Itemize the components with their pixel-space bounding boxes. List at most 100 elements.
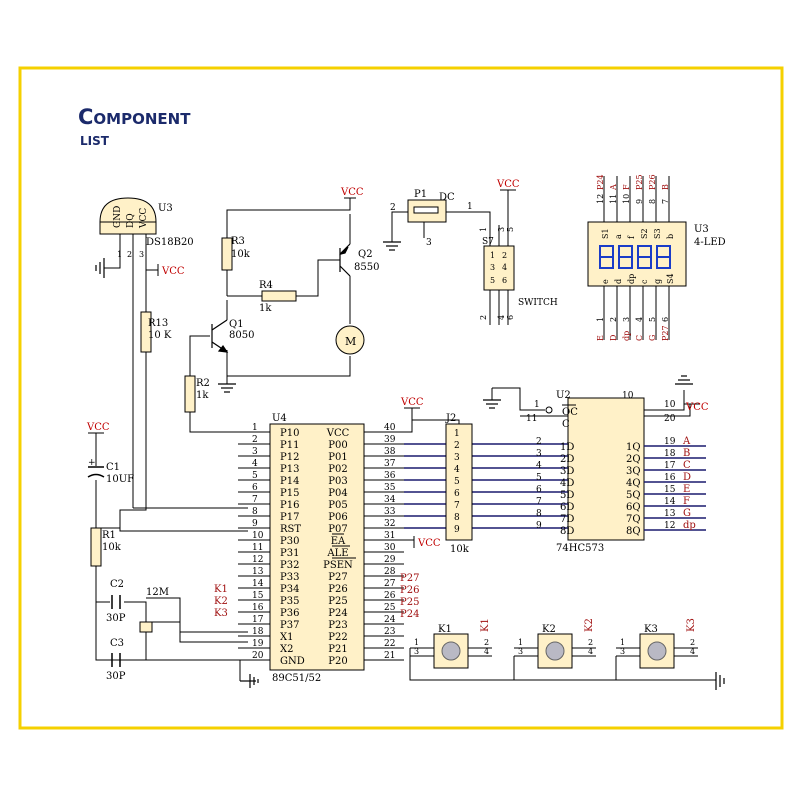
u4-left-pin-name: P32 xyxy=(280,560,299,571)
p1-ref: P1 xyxy=(414,189,427,200)
u2-d-pin-name: 8D xyxy=(560,526,574,537)
c2-ref: C2 xyxy=(110,579,124,590)
led-top-num: 9 xyxy=(635,199,644,204)
c2-capacitor xyxy=(111,595,121,609)
r3-val: 10k xyxy=(231,249,251,260)
u4-left-pin-num: 14 xyxy=(252,579,264,589)
u2-q-net-label: B xyxy=(683,448,690,459)
u4-vcc-wires xyxy=(364,408,460,433)
u4-right-pin-name: P21 xyxy=(328,644,347,655)
key-pin-num: 4 xyxy=(484,647,489,656)
u4-left-pin-name: X2 xyxy=(280,644,293,655)
key-net-label: K3 xyxy=(214,608,228,619)
s7-switch xyxy=(483,245,515,291)
r4-val: 1k xyxy=(259,303,272,314)
u2-q-pin-name: 7Q xyxy=(626,514,641,525)
r13-resistor xyxy=(140,311,152,353)
key-pin-num: 1 xyxy=(414,638,419,647)
u2-oc-num: 1 xyxy=(534,400,540,410)
u4-right-pin-num: 24 xyxy=(384,615,396,625)
led-bottom-net: C xyxy=(635,335,644,341)
j2-val: 10k xyxy=(450,544,470,555)
u4-left-pin-num: 8 xyxy=(252,507,258,517)
motor-symbol xyxy=(335,325,365,355)
key-pin-num: 2 xyxy=(690,638,695,647)
u4-left-pin-name: P11 xyxy=(280,440,299,451)
key-net-label: K1 xyxy=(480,618,491,632)
u4-right-pin-name: P06 xyxy=(328,512,347,523)
led-top-num: 7 xyxy=(661,199,670,204)
s7-inner-5: 5 xyxy=(490,276,495,285)
key-ground-bus xyxy=(409,656,716,681)
u2-c: C xyxy=(562,419,570,430)
led-bottom-num: 1 xyxy=(596,317,605,322)
u2-q-pin-num: 16 xyxy=(664,473,676,483)
key-cap[interactable] xyxy=(647,641,667,661)
led-bottom-net: G xyxy=(648,335,657,341)
p1-jack-pin xyxy=(413,206,439,214)
u4-left-pin-name: RST xyxy=(280,524,301,535)
u2-d-pin-name: 2D xyxy=(560,454,574,465)
u4-left-pin-num: 11 xyxy=(252,543,263,553)
u2-d-pin-num: 4 xyxy=(536,461,542,471)
u4-left-pin-num: 3 xyxy=(252,447,258,457)
key-pin-num: 4 xyxy=(588,647,593,656)
u2-q-net-label: C xyxy=(683,460,691,471)
u4-right-pin-num: 28 xyxy=(384,567,396,577)
title-line2: list xyxy=(80,130,110,150)
u4-left-pin-name: P34 xyxy=(280,584,299,595)
j2-pin-num: 3 xyxy=(454,453,460,463)
key-cap[interactable] xyxy=(441,641,461,661)
u4-left-pin-name: P37 xyxy=(280,620,299,631)
u4-right-pin-name: P00 xyxy=(328,440,347,451)
led-bottom-inner: S4 xyxy=(666,273,675,284)
u2-q-pin-num: 19 xyxy=(664,437,676,447)
crystal-label: 12M xyxy=(146,587,169,598)
p1-val: DC xyxy=(439,192,455,203)
r1-resistor xyxy=(90,527,102,567)
u2-c-num: 11 xyxy=(526,414,537,424)
key-pin-num: 4 xyxy=(690,647,695,656)
u2-q-pin-num: 15 xyxy=(664,485,676,495)
u4-right-pin-num: 30 xyxy=(384,543,396,553)
p1-pin-3: 3 xyxy=(426,238,432,248)
s7-top-1: 1 xyxy=(479,227,488,232)
u4-right-pin-name: VCC xyxy=(326,428,350,439)
u4-left-pin-name: GND xyxy=(280,656,305,667)
key-pin-num: 2 xyxy=(484,638,489,647)
vcc-label-ea: VCC xyxy=(417,538,441,549)
key-cap[interactable] xyxy=(545,641,565,661)
led-bottom-inner: g xyxy=(653,279,662,284)
u2-q-net-label: F xyxy=(683,496,690,507)
u4-name: 89C51/52 xyxy=(272,673,321,684)
ground-symbol-ds18b20 xyxy=(95,258,105,278)
key-pin-num: 2 xyxy=(588,638,593,647)
u2-q-pin-name: 3Q xyxy=(626,466,641,477)
ds18b20-name: DS18B20 xyxy=(146,237,194,248)
s7-inner-4: 4 xyxy=(502,263,507,272)
u4-left-pin-num: 18 xyxy=(252,627,264,637)
led-bottom-net: P27 xyxy=(661,325,670,341)
u2-d-pin-num: 9 xyxy=(536,521,542,531)
key-pin-num: 1 xyxy=(620,638,625,647)
u4-left-pin-name: P30 xyxy=(280,536,299,547)
c3-val: 30P xyxy=(106,671,126,682)
u4-right-pin-num: 26 xyxy=(384,591,396,601)
u4-right-pin-name: EA xyxy=(331,536,346,547)
r1-val: 10k xyxy=(102,542,122,553)
u4-right-pin-num: 39 xyxy=(384,435,396,445)
j2-pin-num: 4 xyxy=(454,465,460,475)
s7-inner-3: 3 xyxy=(490,263,495,272)
u2-d-pin-num: 7 xyxy=(536,497,542,507)
motor-driver-wires xyxy=(189,198,351,433)
u4-right-pin-name: P01 xyxy=(328,452,347,463)
ds18b20-pin-dq: DQ xyxy=(126,213,136,228)
ds18b20-wires xyxy=(104,234,248,532)
u2-q-pin-name: 4Q xyxy=(626,478,641,489)
u4-right-pin-name: P27 xyxy=(328,572,347,583)
motor-label: M xyxy=(345,335,356,348)
u4-right-pin-name: P04 xyxy=(328,488,347,499)
u2-latch xyxy=(567,397,645,541)
